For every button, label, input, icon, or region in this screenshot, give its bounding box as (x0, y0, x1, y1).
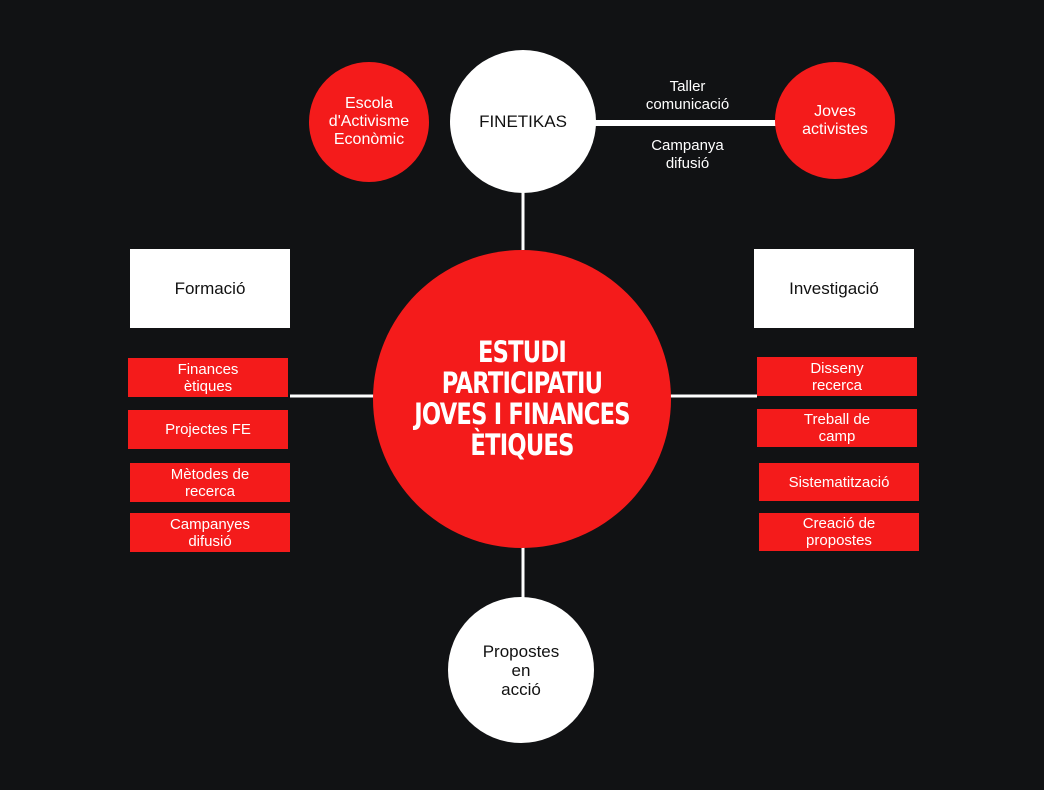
right-item-2: Treball de camp (757, 409, 917, 447)
proposals-node: Propostes en acció (448, 597, 594, 743)
left-item-label: Projectes FE (165, 421, 251, 438)
left-item-label: Mètodes de recerca (170, 465, 250, 500)
right-item-label: Creació de propostes (802, 515, 876, 549)
school-label: Escola d'Activisme Econòmic (328, 95, 410, 148)
right-item-1: Disseny recerca (757, 357, 917, 396)
formacio-heading: Formació (174, 278, 246, 298)
right-item-4: Creació de propostes (759, 513, 919, 551)
left-item-4: Campanyes difusió (130, 513, 290, 552)
edge-label-workshop: Taller comunicació (645, 78, 730, 113)
finetikas-node: FINETIKAS (450, 50, 596, 193)
formacio-box: Formació (130, 249, 290, 328)
left-item-label: Finances ètiques (177, 360, 239, 395)
left-item-1: Finances ètiques (128, 358, 288, 397)
right-item-label: Treball de camp (803, 411, 871, 445)
school-node: Escola d'Activisme Econòmic (309, 62, 429, 182)
youth-node: Joves activistes (775, 62, 895, 179)
investigacio-heading: Investigació (789, 278, 879, 298)
left-item-3: Mètodes de recerca (130, 463, 290, 502)
youth-label: Joves activistes (802, 102, 868, 138)
right-item-3: Sistematització (759, 463, 919, 501)
central-title: ESTUDI PARTICIPATIU JOVES I FINANCES ÈTI… (414, 335, 630, 462)
proposals-label: Propostes en acció (482, 641, 560, 699)
finetikas-label: FINETIKAS (479, 112, 567, 131)
investigacio-box: Investigació (754, 249, 914, 328)
left-item-2: Projectes FE (128, 410, 288, 449)
left-item-label: Campanyes difusió (169, 515, 251, 550)
edge-label-campaign: Campanya difusió (651, 137, 724, 172)
right-item-label: Disseny recerca (810, 359, 864, 394)
central-node: ESTUDI PARTICIPATIU JOVES I FINANCES ÈTI… (373, 250, 671, 548)
right-item-label: Sistematització (788, 473, 890, 491)
